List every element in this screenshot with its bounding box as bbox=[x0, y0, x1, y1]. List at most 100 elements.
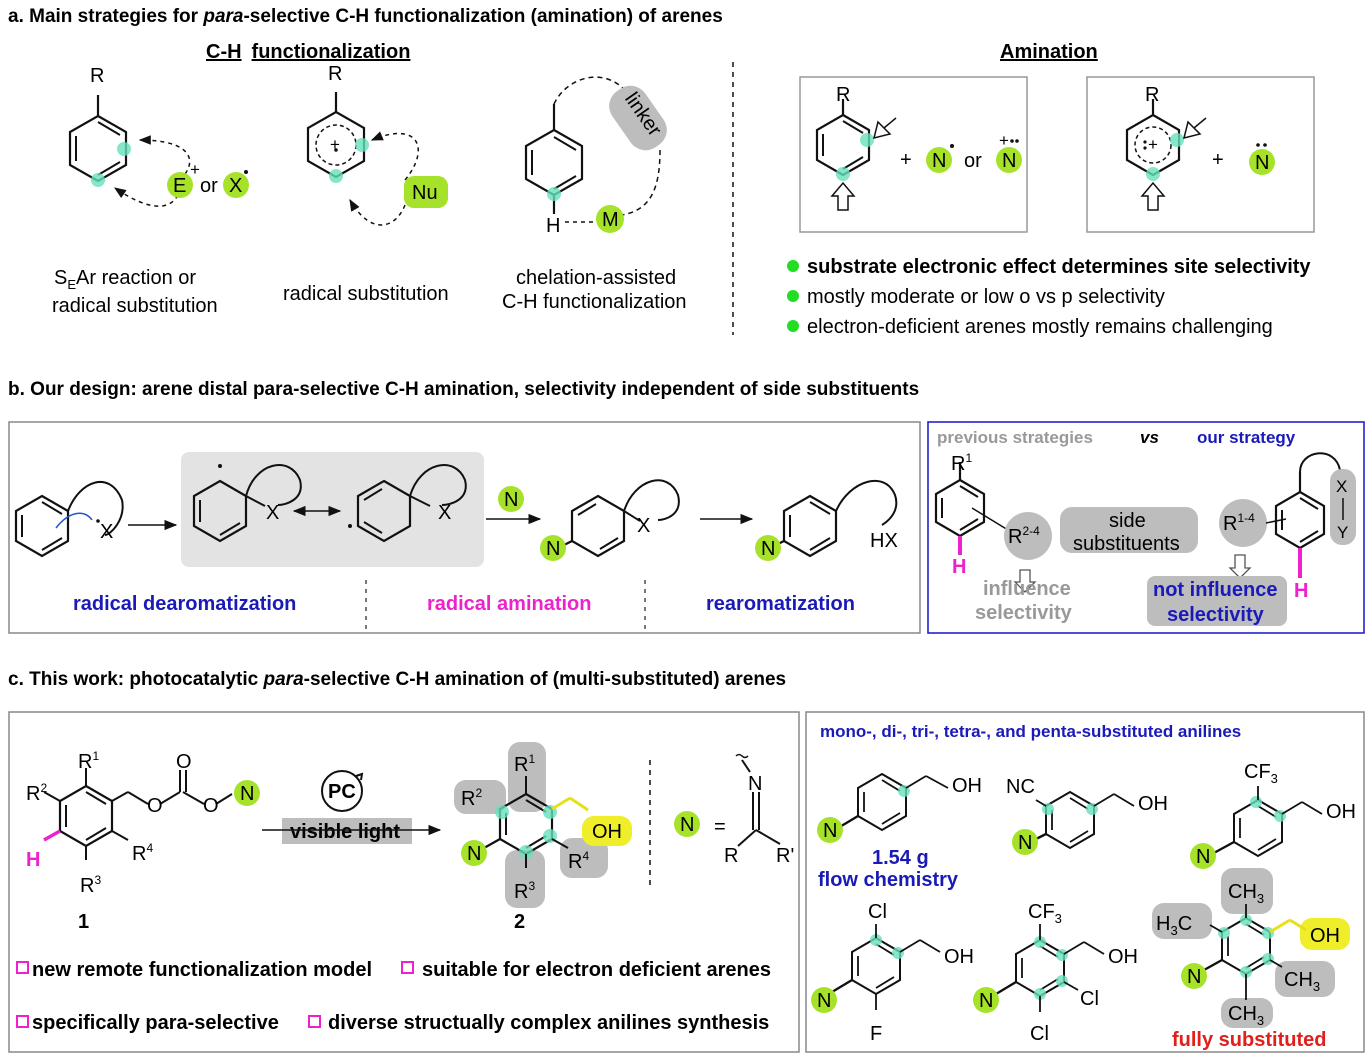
design-N-reagent: N bbox=[504, 489, 518, 511]
ex6-N: N bbox=[1187, 966, 1201, 988]
amination-box1-N2: N bbox=[1002, 150, 1016, 172]
design-box bbox=[8, 421, 921, 634]
design-X2: X bbox=[266, 502, 279, 524]
site-dot bbox=[117, 142, 131, 156]
influence-line2: selectivity bbox=[975, 602, 1073, 624]
reactant-R1: R1 bbox=[78, 749, 99, 773]
ex6-CH3-top: CH3 bbox=[1228, 881, 1264, 906]
ex6-CH3-right: CH3 bbox=[1284, 969, 1320, 994]
photocatalyst-PC: PC bbox=[328, 781, 356, 803]
feature-box-3 bbox=[16, 1015, 29, 1028]
ex1-N: N bbox=[823, 820, 837, 842]
example-5 bbox=[995, 924, 1105, 1012]
feature-box-2 bbox=[401, 961, 414, 974]
example-4 bbox=[831, 924, 941, 1010]
reactant-N-badge bbox=[234, 780, 260, 806]
feature-4: diverse structually complex anilines syn… bbox=[328, 1012, 769, 1034]
R24-badge bbox=[1004, 512, 1052, 560]
ex6-OH-highlight bbox=[1300, 918, 1350, 950]
strategy3-H: H bbox=[546, 215, 560, 237]
site-dot bbox=[355, 138, 369, 152]
strategy-compare-box bbox=[927, 421, 1365, 634]
reactant-O2: O bbox=[176, 751, 192, 773]
ex6-CH3-right-highlight bbox=[1275, 961, 1335, 997]
examples-title: mono-, di-, tri-, tetra-, and penta-subs… bbox=[820, 722, 1241, 741]
amination-box2-N-badge bbox=[1249, 149, 1275, 175]
radical-dot bbox=[244, 170, 248, 174]
amination-box2-plus: + bbox=[1212, 149, 1224, 171]
legend-imine-N: N bbox=[748, 773, 762, 795]
feature-2: suitable for electron deficient arenes bbox=[422, 959, 771, 981]
site-dot bbox=[1146, 167, 1160, 181]
svg-text:+: + bbox=[999, 131, 1009, 150]
design-N-reagent-badge bbox=[498, 486, 524, 512]
R24-label: R2-4 bbox=[1008, 524, 1040, 548]
ex1-note: flow chemistry bbox=[818, 869, 959, 891]
not-influence-badge bbox=[1147, 576, 1287, 626]
linker-badge bbox=[609, 85, 667, 151]
site-dot bbox=[836, 167, 850, 181]
previous-R1: R1 bbox=[951, 451, 972, 475]
design-N-final-badge bbox=[755, 535, 781, 561]
example-3 bbox=[1211, 786, 1323, 858]
side-line1: side bbox=[1109, 510, 1146, 532]
ex4-OH: OH bbox=[944, 946, 974, 968]
design-N-final: N bbox=[761, 538, 775, 560]
ex2-N-badge bbox=[1012, 829, 1038, 855]
product-OH: OH bbox=[592, 821, 622, 843]
aminated-intermediate bbox=[561, 479, 680, 558]
step-rearomatization: rearomatization bbox=[706, 593, 855, 615]
previous-strategies: previous strategies bbox=[937, 428, 1093, 447]
design-X1: X bbox=[100, 521, 113, 543]
bullet-dot-3 bbox=[787, 320, 799, 332]
amination-box2-R: R bbox=[1145, 84, 1159, 106]
strategy1-caption-line2: radical substitution bbox=[52, 295, 218, 317]
design-X3: X bbox=[438, 502, 451, 524]
legend-N-badge bbox=[674, 811, 700, 837]
product-2 bbox=[483, 776, 589, 868]
section-a-title: a. Main strategies for para-selective C-… bbox=[8, 6, 723, 27]
nucleophile-Nu: Nu bbox=[412, 182, 438, 204]
ex6-OH: OH bbox=[1310, 925, 1340, 947]
nucleophile-badge bbox=[404, 176, 448, 208]
ex3-OH: OH bbox=[1326, 801, 1356, 823]
amination-box1-plus: + bbox=[900, 149, 912, 171]
amination-box1-or: or bbox=[964, 150, 982, 172]
dearom-radical-1 bbox=[192, 464, 302, 543]
strategy1-or: or bbox=[200, 175, 218, 197]
site-dot bbox=[329, 169, 343, 183]
R14-label: R1-4 bbox=[1223, 511, 1255, 535]
rearomatized-product bbox=[773, 479, 898, 558]
feature-1: new remote functionalization model bbox=[32, 959, 372, 981]
ex6-H3C-highlight bbox=[1152, 903, 1212, 939]
bullet-3: electron-deficient arenes mostly remains… bbox=[807, 316, 1273, 338]
influence-line1: influence bbox=[983, 578, 1071, 600]
strategy2-arene: + R bbox=[306, 63, 419, 226]
metal-badge bbox=[596, 205, 624, 233]
amination-box2-arene: + bbox=[1125, 99, 1207, 211]
site-dot bbox=[91, 173, 105, 187]
ex2-N: N bbox=[1018, 832, 1032, 854]
electrophile-badge bbox=[167, 172, 193, 198]
product-R3-highlight bbox=[505, 850, 545, 908]
example-1 bbox=[837, 772, 949, 832]
dearom-radical-2 bbox=[348, 464, 467, 543]
R14-badge bbox=[1219, 499, 1267, 547]
radical-X-badge bbox=[223, 172, 249, 198]
section-b-title: b. Our design: arene distal para-selecti… bbox=[8, 379, 919, 400]
radical-X: X bbox=[229, 175, 242, 197]
amination-box-2 bbox=[1086, 76, 1315, 233]
strategy3-arene bbox=[524, 76, 661, 223]
compound-2-label: 2 bbox=[514, 911, 525, 933]
product-N-badge bbox=[461, 840, 487, 866]
product-R1: R1 bbox=[514, 752, 535, 776]
reactant-O3: O bbox=[203, 795, 219, 817]
ex4-Cl: Cl bbox=[868, 901, 887, 923]
step-radical-dearomatization: radical dearomatization bbox=[73, 593, 296, 615]
feature-box-4 bbox=[308, 1015, 321, 1028]
reactant-1 bbox=[43, 768, 233, 860]
reactant-N: N bbox=[240, 783, 254, 805]
electrophile-charge: + bbox=[190, 160, 200, 179]
